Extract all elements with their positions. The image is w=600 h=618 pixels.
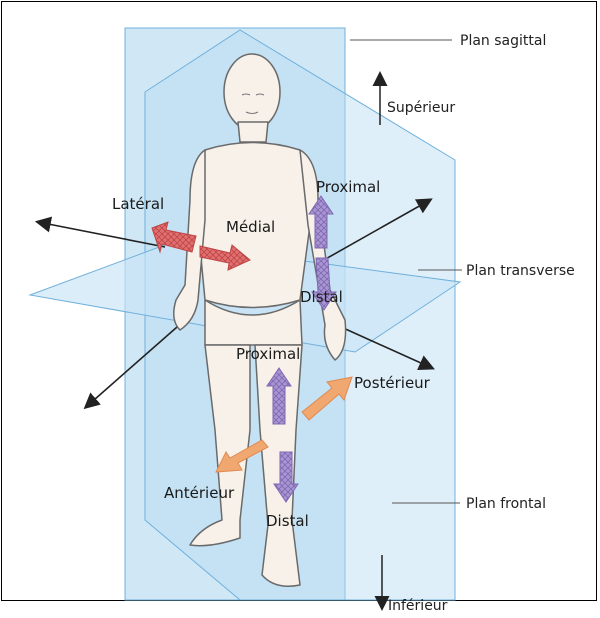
label-distal-arm: Distal bbox=[300, 288, 343, 306]
label-inferieur: Inférieur bbox=[388, 598, 448, 614]
label-medial: Médial bbox=[226, 218, 275, 236]
head bbox=[224, 54, 280, 130]
label-anterieur: Antérieur bbox=[164, 484, 235, 502]
label-plan-sagittal: Plan sagittal bbox=[460, 33, 546, 49]
label-proximal-arm: Proximal bbox=[316, 178, 380, 196]
label-posterieur: Postérieur bbox=[354, 374, 431, 392]
label-proximal-leg: Proximal bbox=[236, 345, 300, 363]
label-lateral: Latéral bbox=[112, 195, 164, 213]
label-plan-frontal: Plan frontal bbox=[466, 496, 546, 512]
label-plan-transverse: Plan transverse bbox=[466, 263, 575, 279]
label-superieur: Supérieur bbox=[387, 100, 455, 116]
label-distal-leg: Distal bbox=[266, 512, 309, 530]
